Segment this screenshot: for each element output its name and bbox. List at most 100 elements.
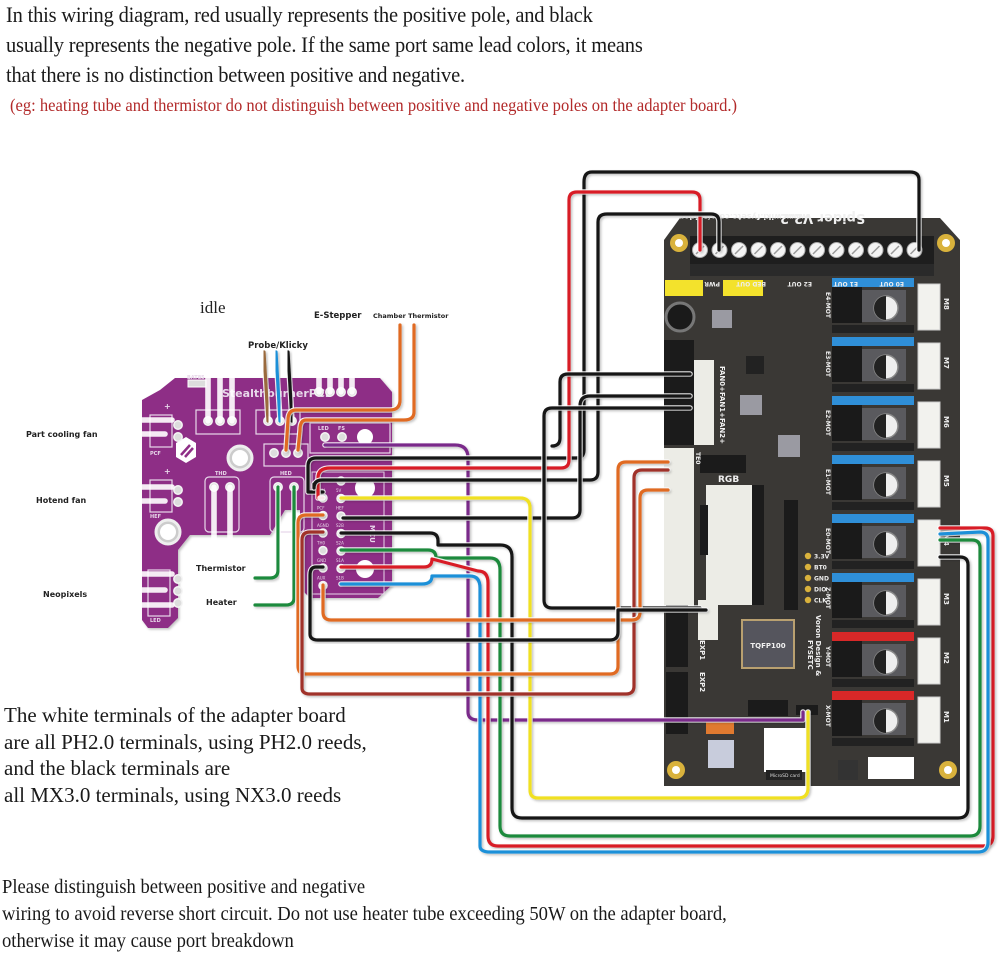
e-stepper-label: E-Stepper [314,311,362,321]
jumper-cap [665,280,703,296]
pcb-pad [173,485,183,495]
motor-label: M5 [942,475,950,487]
motor-connector [917,637,941,685]
power-label: PWR [704,280,720,287]
te0-label: TE0 [694,452,701,464]
motor-connector [917,460,941,508]
wire [296,460,670,676]
pcb-details: BAT85 StealthburnerPCB PCF HEF LED THD H… [147,375,391,624]
terminal-note-line-1: The white terminals of the adapter board [4,703,346,727]
button [838,760,858,780]
motor-connector [917,283,941,331]
swd-label: CLK [814,598,827,605]
motor-label: M7 [942,357,950,369]
wire [312,212,721,490]
pcb-pin-label: AGND [317,523,329,528]
driver-pins [832,582,862,618]
motor-label: M6 [942,416,950,428]
wire [339,538,982,838]
pin-header [748,700,788,716]
fs-silk: FS [338,426,345,432]
driver-label: E3-MOT [824,351,831,378]
hed-silk: HED [280,471,292,477]
swd-pad [804,563,812,571]
driver-label: E0-MOT [824,528,831,555]
pcb-pad [320,432,330,442]
bat85-label: BAT85 [187,375,205,381]
wire [253,485,280,580]
fan-label: FAN2+ [718,418,726,444]
pcb-pad [173,574,183,584]
stealthburner-pcb [142,378,392,628]
power-label: BED OUT [735,280,766,287]
swd-label: GND [814,576,829,583]
terminal-note: The white terminals of the adapter board… [4,702,367,808]
spider-board: Spider V2.2 www.wiki.fysetc.com/spider F… [664,210,960,786]
pcb-pad [173,497,183,507]
swd-label: BT0 [814,565,827,572]
wires [101,169,996,855]
driver-label: Y-MOT [824,645,831,668]
pcb-pin-label: S1B [336,576,344,581]
driver-header [832,396,914,405]
warning-note-line-2: wiring to avoid reverse short circuit. D… [2,903,727,925]
motor-label: M8 [942,298,950,310]
terminal-note-line-3: and the black terminals are [4,756,231,780]
pcb-pad [269,448,279,458]
swd-pad [804,574,812,582]
motor-label: M2 [942,652,950,664]
driver-header-bottom [832,502,914,510]
motor-connector [917,401,941,449]
fysetc-label: FYSETC [806,640,814,670]
wire [284,323,402,452]
motor-connector [917,696,941,744]
voron-label: Voron Design & [814,615,822,676]
swd-pad [804,596,812,604]
driver-header [832,514,914,523]
connector [868,757,914,779]
driver-header [832,691,914,700]
fan-headers [664,340,694,445]
motor-label: M1 [942,711,950,723]
warning-note-line-3: otherwise it may cause port breakdown [2,930,294,952]
top-note: In this wiring diagram, red usually repr… [6,0,691,90]
rgb-header [700,455,746,473]
pcb-pin-label: GND [317,558,326,563]
swd-label: 3.3V [814,554,830,561]
motor-label: M3 [942,593,950,605]
wire [316,190,702,500]
wire [341,394,692,520]
driver-label: E4-MOT [824,292,831,319]
top-note-line-3: that there is no distinction between pos… [6,62,465,87]
wire [306,170,921,494]
warning-note: Please distinguish between positive and … [2,874,781,955]
heater-label: Heater [206,598,237,607]
wire [296,323,416,452]
pcb-pin-label: AUX [317,576,326,581]
driver-pins [832,700,862,736]
power-label: E1 OUT [833,280,858,287]
fan-connectors [694,360,714,445]
pcb-pin-label: TH0 [316,541,325,546]
example-note: (eg: heating tube and thermistor do not … [10,95,738,115]
swd-pad [804,552,812,560]
rgb-label: RGB [718,475,739,485]
driver-header [832,337,914,346]
top-note-line-2: usually represents the negative pole. If… [6,32,643,57]
driver-label: Z-MOT [824,587,831,610]
pcb-pad [173,420,183,430]
motor-connector [917,519,941,567]
usb-a-port [706,720,734,734]
wire [542,406,702,610]
pcb-pin-label: HEF [336,506,345,511]
terminal-note-line-2: are all PH2.0 terminals, using PH2.0 ree… [4,729,367,754]
pcb-pin-label: S2B [336,523,344,528]
pcb-pad [318,545,328,556]
wire [339,496,810,800]
swd-pad [804,585,812,593]
jumper-cap [723,280,763,296]
pcb-pin-label: 5V [336,488,342,493]
capacitor [664,301,696,333]
board-title: Spider V2.2 [780,210,865,225]
